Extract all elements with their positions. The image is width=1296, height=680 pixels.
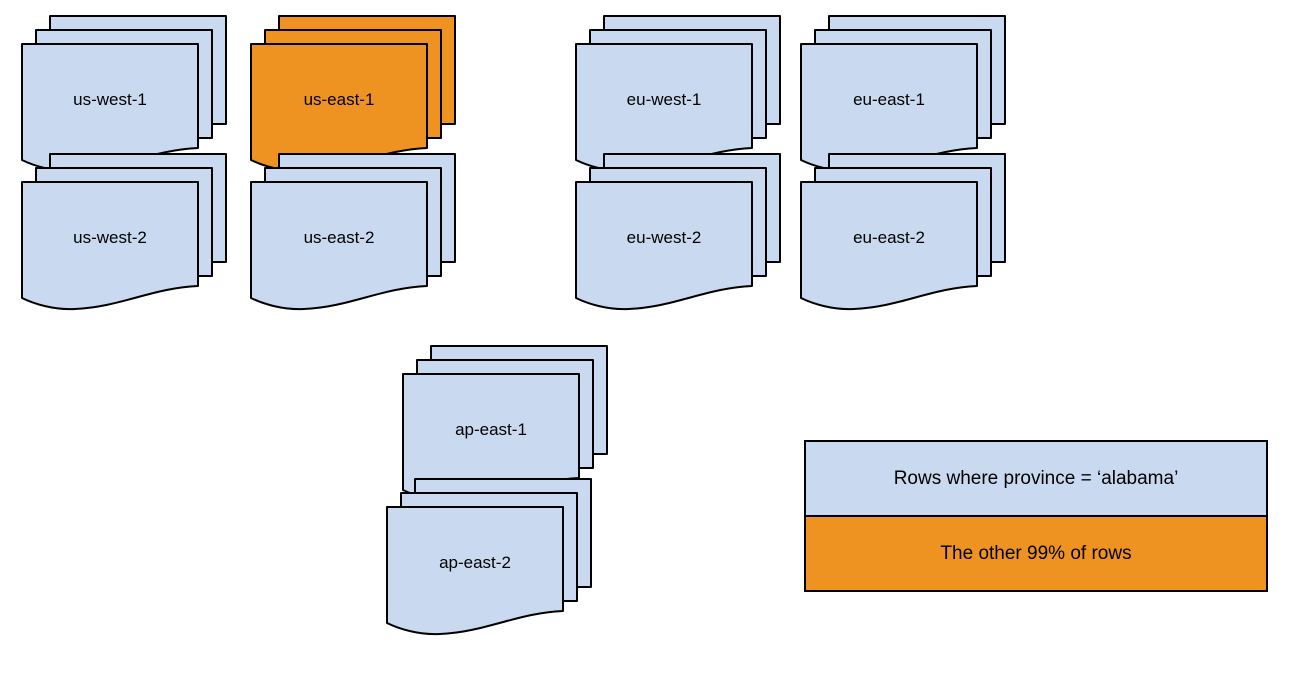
- document-stack-shape-us-east-1: [250, 15, 456, 173]
- legend-label-blue: Rows where province = ‘alabama’: [893, 467, 1179, 489]
- legend-row-orange: The other 99% of rows: [806, 517, 1266, 590]
- document-stack-eu-east-2[interactable]: eu-east-2: [799, 152, 1029, 322]
- document-stack-shape-us-east-2: [250, 153, 456, 311]
- document-stack-shape-us-west-2: [21, 153, 227, 311]
- document-stack-shape-us-west-1: [21, 15, 227, 173]
- document-stack-shape-ap-east-2: [386, 478, 592, 636]
- document-stack-us-west-2[interactable]: us-west-2: [20, 152, 250, 322]
- document-sheet: [386, 506, 564, 636]
- document-stack-us-east-2[interactable]: us-east-2: [249, 152, 479, 322]
- document-stack-shape-eu-west-2: [575, 153, 781, 311]
- legend-row-blue: Rows where province = ‘alabama’: [806, 442, 1266, 517]
- document-stack-shape-eu-east-2: [800, 153, 1006, 311]
- legend: Rows where province = ‘alabama’ The other…: [804, 440, 1268, 592]
- legend-label-orange: The other 99% of rows: [940, 542, 1132, 564]
- document-stack-eu-west-2[interactable]: eu-west-2: [574, 152, 804, 322]
- document-sheet: [21, 181, 199, 311]
- document-stack-shape-eu-west-1: [575, 15, 781, 173]
- document-sheet: [250, 181, 428, 311]
- document-stack-us-west-1[interactable]: us-west-1: [20, 14, 250, 184]
- document-sheet: [800, 181, 978, 311]
- document-stack-us-east-1[interactable]: us-east-1: [249, 14, 479, 184]
- document-sheet: [575, 181, 753, 311]
- document-stack-ap-east-2[interactable]: ap-east-2: [385, 477, 615, 647]
- document-stack-shape-eu-east-1: [800, 15, 1006, 173]
